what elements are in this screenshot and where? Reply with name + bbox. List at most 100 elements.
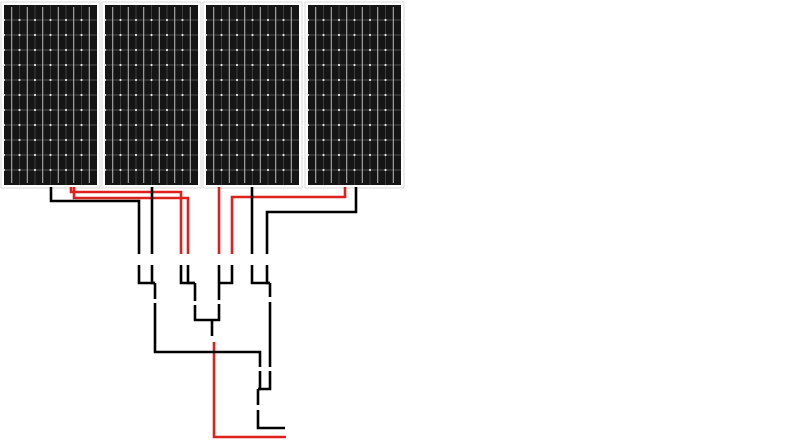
panel-cell-corner — [103, 168, 107, 172]
panel-cell-corner — [353, 138, 356, 142]
solar-panel-2 — [101, 1, 202, 189]
panel-cell-corner — [18, 18, 21, 22]
panel-cell-corner — [235, 138, 239, 142]
panel-cell-corner — [18, 93, 21, 97]
panel-cell-corner — [384, 153, 387, 157]
panel-cell-corner — [134, 33, 138, 37]
panel-cell-corner — [204, 108, 208, 112]
panel-cell-corner — [204, 138, 208, 142]
panel-cell-corner — [134, 48, 138, 52]
panel-cell-corner — [282, 78, 285, 82]
panel-cell-corner — [306, 108, 310, 112]
panel-cell-corner — [368, 63, 372, 67]
panel-cell-corner — [150, 78, 153, 82]
panel-cell-corner — [150, 123, 153, 127]
panel-cell-corner — [251, 48, 254, 52]
panel-cell-corner — [2, 123, 6, 127]
panel-cell-corner — [204, 153, 208, 157]
panel-cell-corner — [64, 123, 68, 127]
panel-cell-corner — [368, 108, 372, 112]
panel-cell-corner — [266, 108, 270, 112]
panel-cell-corner — [64, 18, 68, 22]
panel-cell-corner — [266, 33, 270, 37]
panel-cell-corner — [18, 78, 21, 82]
panel-cell-corner — [134, 123, 138, 127]
panel-cell-corner — [204, 18, 208, 22]
panel-cell-corner — [337, 33, 341, 37]
panel-cell-corner — [181, 123, 184, 127]
panel-cell-corner — [235, 33, 239, 37]
panel-cell-corner — [204, 168, 208, 172]
panel-cell-corner — [251, 153, 254, 157]
panel-cell-corner — [181, 138, 184, 142]
panel-cell-corner — [103, 63, 107, 67]
panel-cell-corner — [337, 18, 341, 22]
panel-cell-corner — [384, 93, 387, 97]
panel-cell-corner — [18, 48, 21, 52]
panel-cell-corner — [49, 48, 52, 52]
solar-panel-1 — [0, 1, 101, 189]
panel-cell-corner — [368, 93, 372, 97]
panel-cell-corner — [119, 108, 122, 112]
panel-cell-corner — [134, 63, 138, 67]
panel-cell-corner — [235, 153, 239, 157]
panel-cell-corner — [353, 78, 356, 82]
panel-cell-corner — [2, 33, 6, 37]
panel-cell-corner — [353, 168, 356, 172]
positive-wiring — [69, 187, 347, 439]
panel-cell-corner — [353, 153, 356, 157]
panel-cell-corner — [306, 168, 310, 172]
panel-cell-corner — [134, 108, 138, 112]
panel-cell-corner — [80, 138, 83, 142]
panel-cell-corner — [235, 78, 239, 82]
panel-cell-corner — [306, 123, 310, 127]
panel-cell-corner — [368, 138, 372, 142]
panel-cell-corner — [103, 18, 107, 22]
panel-cell-corner — [64, 153, 68, 157]
solar-panel-4 — [304, 1, 405, 189]
panel-cell-corner — [282, 63, 285, 67]
panel-cell-corner — [368, 33, 372, 37]
panel-cell-corner — [80, 153, 83, 157]
panel-cell-corner — [322, 93, 325, 97]
panel-cell-corner — [368, 48, 372, 52]
panel-cell-corner — [103, 48, 107, 52]
panel-cell-corner — [251, 123, 254, 127]
panel-cell-corner — [119, 138, 122, 142]
panel-cell-corner — [150, 63, 153, 67]
panel-cell-corner — [49, 93, 52, 97]
panel-cell-corner — [282, 153, 285, 157]
panel-cell-corner — [119, 153, 122, 157]
panel-cell-corner — [220, 153, 223, 157]
panel-cell-corner — [64, 93, 68, 97]
panel-cell-corner — [204, 123, 208, 127]
panel-cell-corner — [266, 168, 270, 172]
panel-cell-corner — [49, 123, 52, 127]
panel-cell-corner — [2, 48, 6, 52]
panel-cell-corner — [353, 63, 356, 67]
panel-cell-corner — [282, 108, 285, 112]
panel-cell-corner — [306, 138, 310, 142]
panel-cell-corner — [64, 108, 68, 112]
panel-cell-corner — [220, 123, 223, 127]
panel-cell-corner — [266, 63, 270, 67]
panel-cell-corner — [384, 63, 387, 67]
solar-panel-3 — [202, 1, 303, 189]
panel-cell-corner — [266, 153, 270, 157]
panel-cell-corner — [80, 78, 83, 82]
panel-cell-corner — [181, 168, 184, 172]
panel-cell-corner — [282, 18, 285, 22]
panel-cell-corner — [134, 93, 138, 97]
panel-cell-corner — [18, 138, 21, 142]
panel-cell-corner — [322, 168, 325, 172]
panel-cell-corner — [266, 18, 270, 22]
panel-cell-corner — [322, 78, 325, 82]
panel-cell-corner — [33, 33, 37, 37]
panel-cell-corner — [49, 63, 52, 67]
panel-cell-corner — [266, 138, 270, 142]
panel-cell-corner — [337, 48, 341, 52]
panel-cell-corner — [165, 48, 169, 52]
panel-cell-corner — [251, 78, 254, 82]
panel-cell-corner — [165, 93, 169, 97]
panel-cell-corner — [353, 123, 356, 127]
